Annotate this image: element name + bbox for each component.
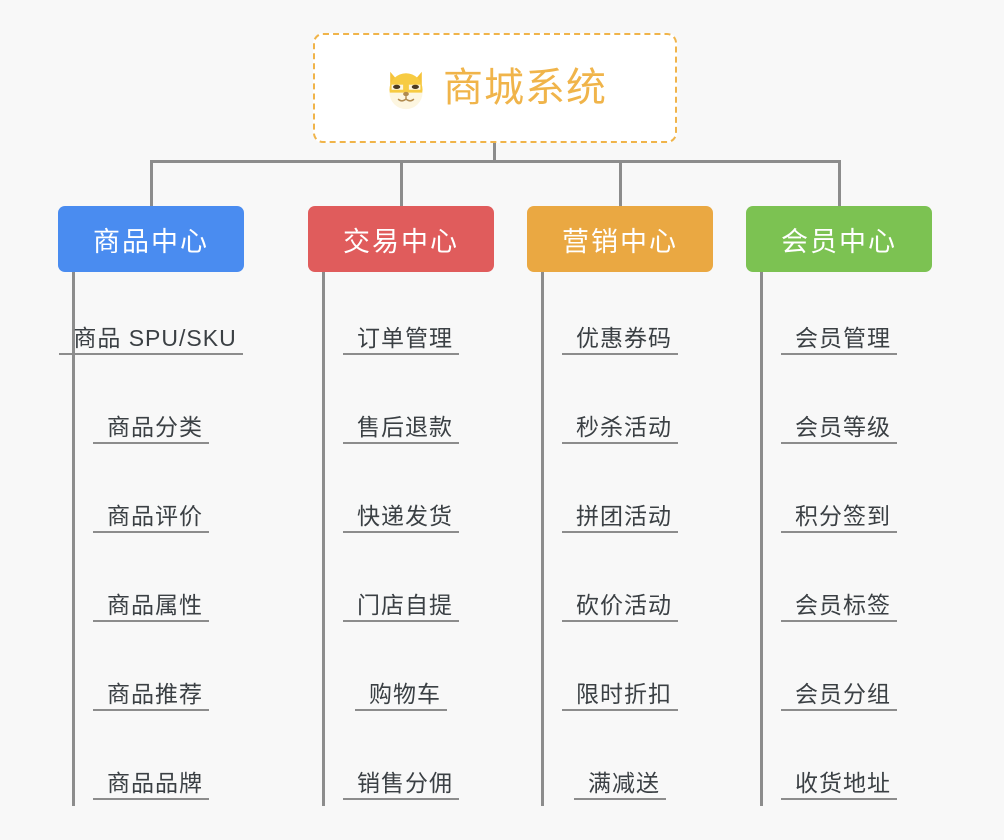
connector-drop-marketing-center <box>619 160 622 206</box>
leaf-label: 商品评价 <box>93 497 209 533</box>
category-label: 营销中心 <box>562 226 678 257</box>
connector-drop-product-center <box>150 160 153 206</box>
category-header-product-center[interactable]: 商品中心 <box>58 206 244 272</box>
leaf-item[interactable]: 拼团活动 <box>541 450 713 539</box>
leaf-item[interactable]: 商品属性 <box>72 539 244 628</box>
leaf-item[interactable]: 限时折扣 <box>541 628 713 717</box>
leaf-item[interactable]: 会员管理 <box>760 272 932 361</box>
root-node[interactable]: 商城系统 <box>313 33 677 143</box>
leaf-item[interactable]: 积分签到 <box>760 450 932 539</box>
leaf-label: 会员管理 <box>781 319 897 355</box>
column-member-center: 会员中心 会员管理 会员等级 积分签到 会员标签 会员分组 收货地址 <box>746 206 932 806</box>
leaf-list-trade-center: 订单管理 售后退款 快递发货 门店自提 购物车 销售分佣 <box>308 272 494 806</box>
column-product-center: 商品中心 商品 SPU/SKU 商品分类 商品评价 商品属性 商品推荐 商品品牌 <box>58 206 244 806</box>
leaf-trunk <box>72 272 75 806</box>
leaf-item[interactable]: 商品分类 <box>72 361 244 450</box>
leaf-item[interactable]: 销售分佣 <box>322 717 494 806</box>
leaf-label: 商品 SPU/SKU <box>59 319 243 355</box>
leaf-item[interactable]: 商品评价 <box>72 450 244 539</box>
leaf-label: 秒杀活动 <box>562 408 678 444</box>
shiba-dog-face-icon <box>389 71 423 110</box>
leaf-label: 订单管理 <box>343 319 459 355</box>
leaf-label: 会员标签 <box>781 586 897 622</box>
leaf-label: 商品属性 <box>93 586 209 622</box>
leaf-label: 商品推荐 <box>93 675 209 711</box>
leaf-label: 购物车 <box>355 675 447 711</box>
column-marketing-center: 营销中心 优惠券码 秒杀活动 拼团活动 砍价活动 限时折扣 满减送 <box>527 206 713 806</box>
leaf-label: 满减送 <box>574 764 666 800</box>
category-label: 商品中心 <box>93 226 209 257</box>
leaf-item[interactable]: 砍价活动 <box>541 539 713 628</box>
category-header-trade-center[interactable]: 交易中心 <box>308 206 494 272</box>
leaf-label: 售后退款 <box>343 408 459 444</box>
connector-drop-member-center <box>838 160 841 206</box>
root-title: 商城系统 <box>443 66 607 110</box>
leaf-trunk <box>760 272 763 806</box>
leaf-item[interactable]: 售后退款 <box>322 361 494 450</box>
leaf-item[interactable]: 会员等级 <box>760 361 932 450</box>
leaf-label: 商品品牌 <box>93 764 209 800</box>
leaf-item[interactable]: 收货地址 <box>760 717 932 806</box>
leaf-list-marketing-center: 优惠券码 秒杀活动 拼团活动 砍价活动 限时折扣 满减送 <box>527 272 713 806</box>
leaf-item[interactable]: 会员分组 <box>760 628 932 717</box>
category-header-member-center[interactable]: 会员中心 <box>746 206 932 272</box>
leaf-label: 会员分组 <box>781 675 897 711</box>
connector-drop-trade-center <box>400 160 403 206</box>
category-label: 会员中心 <box>781 226 897 257</box>
leaf-item[interactable]: 门店自提 <box>322 539 494 628</box>
leaf-trunk <box>541 272 544 806</box>
leaf-item[interactable]: 优惠券码 <box>541 272 713 361</box>
leaf-item[interactable]: 商品 SPU/SKU <box>59 272 244 361</box>
leaf-item[interactable]: 快递发货 <box>322 450 494 539</box>
leaf-list-product-center: 商品 SPU/SKU 商品分类 商品评价 商品属性 商品推荐 商品品牌 <box>58 272 244 806</box>
connector-bus-bar <box>150 160 841 163</box>
leaf-label: 砍价活动 <box>562 586 678 622</box>
leaf-label: 优惠券码 <box>562 319 678 355</box>
leaf-item[interactable]: 商品推荐 <box>72 628 244 717</box>
leaf-item[interactable]: 购物车 <box>322 628 494 717</box>
leaf-list-member-center: 会员管理 会员等级 积分签到 会员标签 会员分组 收货地址 <box>746 272 932 806</box>
leaf-label: 快递发货 <box>343 497 459 533</box>
leaf-trunk <box>322 272 325 806</box>
leaf-label: 限时折扣 <box>562 675 678 711</box>
leaf-label: 拼团活动 <box>562 497 678 533</box>
leaf-item[interactable]: 订单管理 <box>322 272 494 361</box>
leaf-label: 积分签到 <box>781 497 897 533</box>
connector-root-stem <box>493 143 496 162</box>
leaf-item[interactable]: 会员标签 <box>760 539 932 628</box>
leaf-item[interactable]: 满减送 <box>541 717 713 806</box>
leaf-item[interactable]: 秒杀活动 <box>541 361 713 450</box>
category-header-marketing-center[interactable]: 营销中心 <box>527 206 713 272</box>
leaf-label: 商品分类 <box>93 408 209 444</box>
leaf-item[interactable]: 商品品牌 <box>72 717 244 806</box>
leaf-label: 会员等级 <box>781 408 897 444</box>
leaf-label: 收货地址 <box>781 764 897 800</box>
category-label: 交易中心 <box>343 226 459 257</box>
column-trade-center: 交易中心 订单管理 售后退款 快递发货 门店自提 购物车 销售分佣 <box>308 206 494 806</box>
leaf-label: 销售分佣 <box>343 764 459 800</box>
leaf-label: 门店自提 <box>343 586 459 622</box>
